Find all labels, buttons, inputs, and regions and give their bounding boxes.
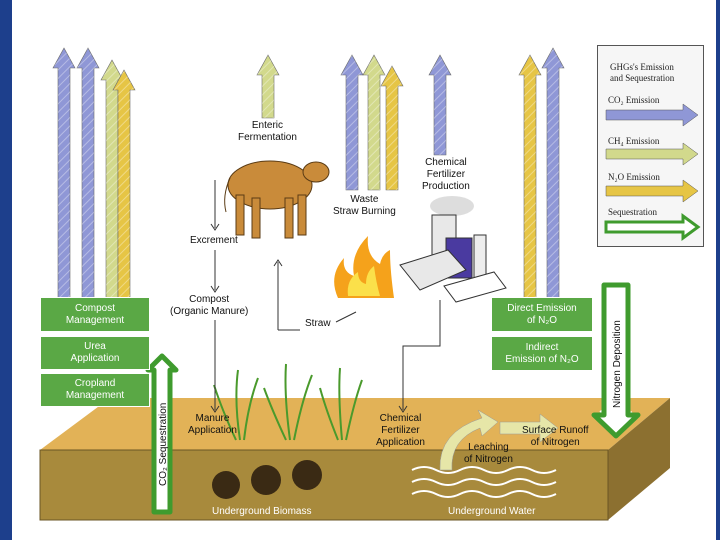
nitrogen-deposition-arrow <box>591 282 641 439</box>
underground-biomass-label: Underground Biomass <box>212 506 312 517</box>
fire-icon <box>334 236 394 298</box>
runoff-arrow <box>499 413 559 443</box>
legend-title-line2: and Sequestration <box>610 73 675 83</box>
co2-arrow-direct-hatch <box>542 48 564 298</box>
underground-water-label: Underground Water <box>448 506 536 517</box>
co2-arrow-fertilizer-production-hatch <box>429 55 451 155</box>
straw-label: Straw <box>305 318 331 329</box>
leaching-label: Leaching of Nitrogen <box>464 442 513 465</box>
co2-arrow-straw-burning-hatch <box>341 55 363 190</box>
factory-icon <box>399 196 507 303</box>
legend-ch4-arrow-icon <box>605 142 699 166</box>
co2-arrow-compost-hatch <box>53 48 75 298</box>
excrement-label: Excrement <box>190 235 238 246</box>
n2o-arrow-straw-burning-hatch <box>381 66 403 190</box>
legend-ch4-label: CH₄ Emission <box>608 136 660 146</box>
enteric-fermentation-label: Enteric Fermentation <box>238 120 297 143</box>
legend: GHGs's Emission and Sequestration CO₂ Em… <box>597 45 704 247</box>
urea-application-box: Urea Application <box>40 336 150 370</box>
waste-straw-burning-label: Waste Straw Burning <box>333 194 396 217</box>
indirect-emission-box: Indirect Emission of N₂O <box>491 336 593 371</box>
legend-co2-label: CO₂ Emission <box>608 95 660 105</box>
chemical-fertilizer-production-label: Chemical Fertilizer Production <box>422 157 470 192</box>
legend-n2o-label: N₂O Emission <box>608 172 660 182</box>
emission-arrows <box>52 47 565 299</box>
leaching-arrow <box>439 409 499 471</box>
compost-management-box: Compost Management <box>40 297 150 332</box>
underground-biomass-icon <box>212 460 322 499</box>
legend-sequestration-arrow-icon <box>604 213 701 241</box>
manure-application-label: Manure Application <box>188 413 237 436</box>
legend-n2o-arrow-icon <box>605 179 699 203</box>
runoff-label: Surface Runoff of Nitrogen <box>522 425 589 448</box>
co2-sequestration-label: CO₂ Sequestration <box>158 402 169 486</box>
legend-swatches <box>604 103 701 241</box>
co2-sequestration-arrow <box>145 353 179 515</box>
cow-icon <box>224 160 330 239</box>
ch4-arrow-cropland-hatch <box>101 60 123 298</box>
nitrogen-deposition-label: Nitrogen Deposition <box>612 320 623 408</box>
ch4-arrow-straw-burning-hatch <box>363 55 385 190</box>
n2o-arrow-cropland-hatch <box>113 70 135 298</box>
flow-lines <box>210 180 441 413</box>
n2o-arrow-direct-hatch <box>519 55 541 298</box>
legend-co2-arrow-icon <box>605 103 699 127</box>
direct-emission-box: Direct Emission of N₂O <box>491 297 593 332</box>
chemical-fertilizer-application-label: Chemical Fertilizer Application <box>376 413 425 448</box>
legend-title-line1: GHGs's Emission <box>610 62 674 72</box>
cropland-management-box: Cropland Management <box>40 373 150 407</box>
co2-arrow-urea-hatch <box>77 48 99 298</box>
ch4-arrow-enteric-hatch <box>257 55 279 118</box>
compost-label: Compost (Organic Manure) <box>170 294 249 317</box>
soil-block <box>39 398 670 521</box>
legend-sequestration-label: Sequestration <box>608 207 657 217</box>
